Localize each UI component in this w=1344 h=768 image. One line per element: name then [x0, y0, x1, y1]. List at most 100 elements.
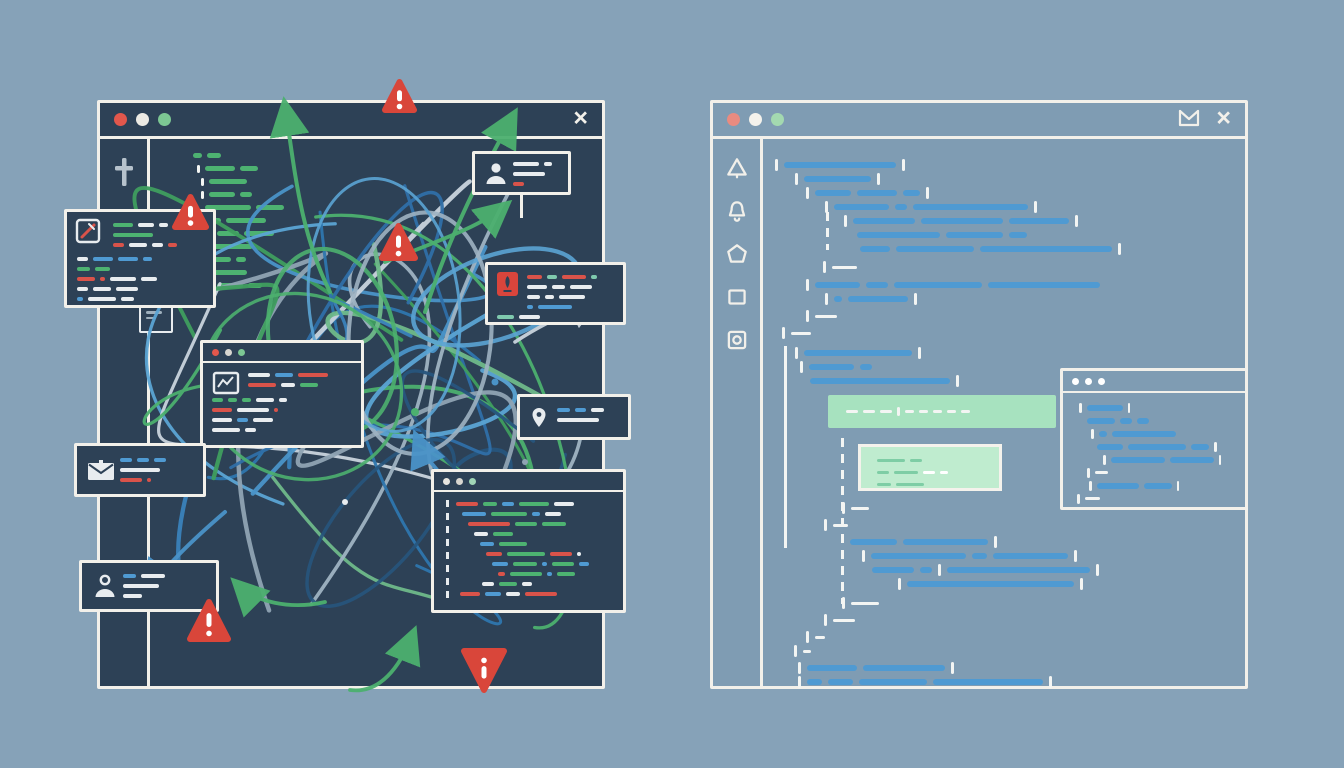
- alert-triangle-icon[interactable]: [724, 155, 750, 186]
- skeleton-segment: [932, 409, 942, 414]
- skeleton-segment: [877, 482, 891, 486]
- skeleton-row: [1087, 466, 1245, 479]
- skeleton-segment: [810, 377, 950, 385]
- skeleton-row: [824, 518, 1244, 532]
- skeleton-row: [824, 613, 1244, 627]
- right-window-titlebar: ×: [713, 103, 1245, 139]
- skeleton-row: [806, 309, 1244, 323]
- traffic-light-dot[interactable]: [136, 113, 149, 126]
- skeleton-segment: [859, 678, 927, 686]
- camera-icon[interactable]: [724, 327, 750, 358]
- skeleton-segment: [513, 181, 524, 187]
- skeleton-segment: [863, 409, 875, 414]
- skeleton-segment: [806, 279, 809, 291]
- skeleton-segment: [851, 601, 879, 605]
- skeleton-segment: [237, 407, 269, 413]
- right-close-button[interactable]: ×: [1216, 104, 1231, 132]
- traffic-light-dot[interactable]: [158, 113, 171, 126]
- skeleton-row: [527, 282, 614, 292]
- skeleton-segment: [579, 561, 589, 567]
- skeleton-segment: [193, 153, 202, 158]
- skeleton-segment: [513, 561, 537, 567]
- skeleton-segment: [532, 511, 540, 517]
- skeleton-segment: [519, 501, 549, 507]
- skeleton-segment: [570, 284, 592, 290]
- skeleton-segment: [129, 242, 147, 248]
- skeleton-segment: [1086, 404, 1123, 411]
- skeleton-segment: [1111, 430, 1176, 437]
- skeleton-segment: [903, 189, 920, 197]
- skeleton-segment: [552, 561, 574, 567]
- skeleton-segment: [842, 597, 845, 609]
- inbox-icon[interactable]: [1178, 109, 1200, 132]
- traffic-light-dot: [1098, 377, 1105, 385]
- skeleton-segment: [972, 552, 987, 560]
- square-icon[interactable]: [724, 284, 750, 315]
- person-icon: [483, 160, 509, 193]
- skeleton-segment: [918, 409, 928, 414]
- skeleton-segment: [113, 242, 124, 248]
- traffic-light-dot[interactable]: [727, 113, 740, 126]
- traffic-light-dot[interactable]: [771, 113, 784, 126]
- traffic-light-dot[interactable]: [749, 113, 762, 126]
- skeleton-segment: [1034, 201, 1037, 213]
- skeleton-row: [468, 519, 615, 529]
- skeleton-segment: [980, 245, 1112, 253]
- skeleton-segment: [513, 161, 539, 167]
- skeleton-segment: [877, 470, 889, 474]
- skeleton-row: [823, 260, 1244, 274]
- skeleton-segment: [552, 284, 565, 290]
- skeleton-row: [213, 253, 284, 266]
- skeleton-segment: [824, 614, 827, 626]
- skeleton-segment: [933, 678, 1043, 686]
- skeleton-segment: [499, 541, 527, 547]
- skeleton-segment: [825, 201, 828, 213]
- skeleton-row: [860, 242, 1244, 256]
- skeleton-segment: [120, 457, 132, 463]
- skeleton-segment: [591, 274, 597, 280]
- skeleton-row: [800, 360, 1244, 374]
- skeleton-segment: [1049, 676, 1052, 688]
- skeleton-row: [1079, 401, 1245, 414]
- skeleton-segment: [525, 591, 557, 597]
- skeleton-segment: [212, 427, 240, 433]
- skeleton-row: [492, 559, 615, 569]
- skeleton-segment: [1091, 428, 1094, 439]
- skeleton-row: [795, 172, 1244, 186]
- skeleton-segment: [213, 270, 247, 275]
- skeleton-segment: [88, 296, 116, 302]
- skeleton-segment: [120, 467, 160, 473]
- skeleton-segment: [782, 327, 785, 339]
- skeleton-segment: [798, 662, 801, 674]
- left-close-button[interactable]: ×: [573, 104, 588, 132]
- skeleton-row: [486, 549, 615, 559]
- home-icon[interactable]: [724, 241, 750, 272]
- cross-icon[interactable]: [111, 155, 137, 194]
- skeleton-segment: [1214, 441, 1217, 452]
- skeleton-row: [877, 478, 999, 490]
- pin-icon: [530, 406, 548, 435]
- skeleton-segment: [1096, 482, 1139, 489]
- skeleton-segment: [123, 593, 142, 599]
- skeleton-segment: [204, 166, 235, 171]
- skeleton-segment: [152, 242, 163, 248]
- skeleton-row: [810, 374, 1244, 388]
- skeleton-segment: [245, 427, 256, 433]
- skeleton-segment: [545, 511, 561, 517]
- skeleton-segment: [201, 177, 204, 186]
- skeleton-segment: [903, 538, 988, 546]
- skeleton-segment: [575, 407, 586, 413]
- skeleton-segment: [1191, 443, 1209, 450]
- traffic-light-dot[interactable]: [114, 113, 127, 126]
- bell-icon[interactable]: [724, 198, 750, 229]
- skeleton-row: [527, 272, 614, 282]
- skeleton-row: [120, 465, 194, 475]
- skeleton-segment: [239, 166, 258, 171]
- left-traffic-dots: [114, 113, 171, 126]
- skeleton-segment: [256, 397, 274, 403]
- clean-code-skeleton: [772, 139, 1244, 689]
- mini-browser-rows-top: [248, 370, 352, 390]
- skeleton-segment: [93, 286, 111, 292]
- right-window-sidebar: [713, 139, 763, 686]
